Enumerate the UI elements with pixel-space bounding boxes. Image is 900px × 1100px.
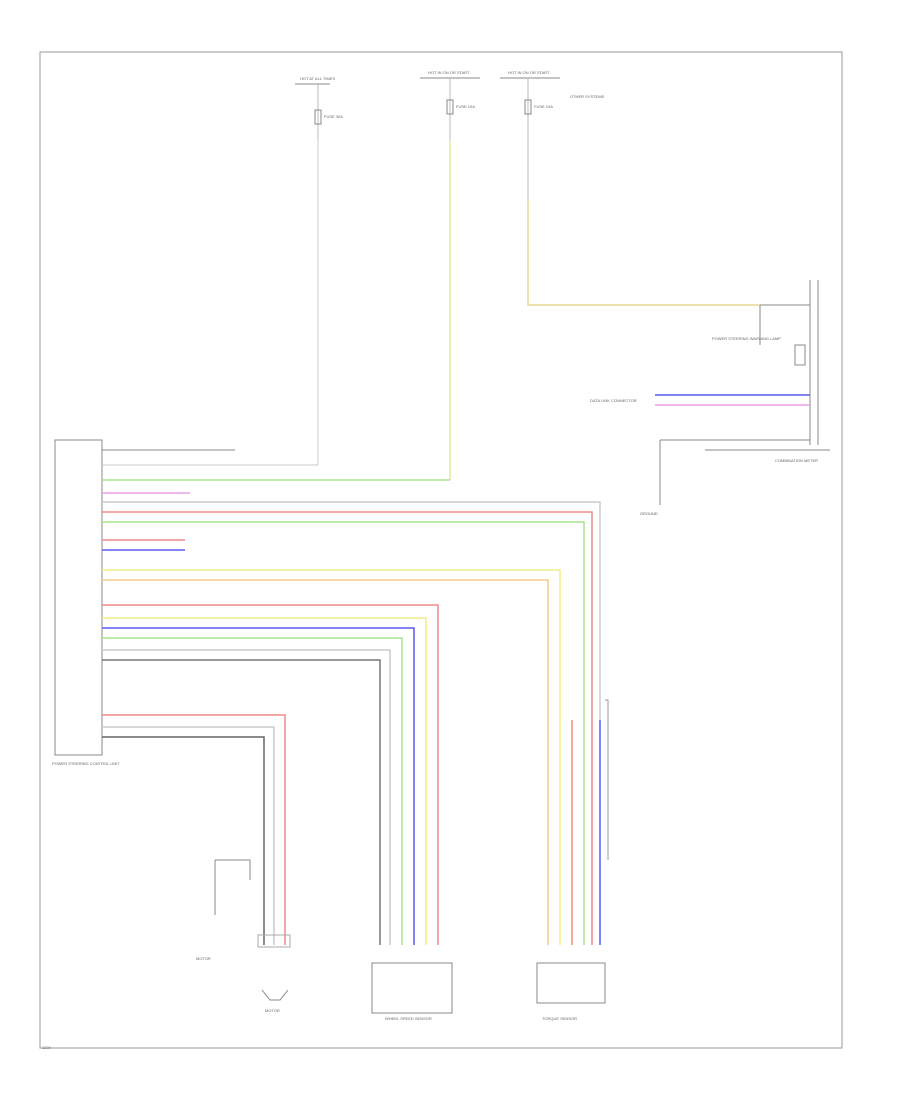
motor-side-label: MOTOR: [196, 956, 211, 961]
torque-sensor-label: TORQUE SENSOR: [542, 1016, 577, 1021]
fuse-30a: [314, 109, 322, 125]
combination-meter-label: COMBINATION METER: [775, 458, 818, 463]
ground-label: GROUND: [640, 511, 658, 516]
fuse-2-label: FUSE 10A: [456, 104, 475, 109]
torque-sensor-box: [536, 962, 606, 1004]
wheel-speed-sensor-box: [371, 962, 453, 1014]
power-feed-1-label: HOT AT ALL TIMES: [300, 76, 335, 81]
power-feed-2: HOT IN ON OR START FUSE 10A: [420, 70, 480, 480]
motor-label: MOTOR: [265, 1008, 280, 1013]
control-unit-box: [54, 439, 103, 756]
footer-code: 1234: [42, 1045, 51, 1050]
data-link-connector-label: DATA LINK CONNECTOR: [590, 398, 637, 403]
power-feed-3: HOT IN ON OR START FUSE 10A OTHER SYSTEM…: [500, 70, 760, 306]
fuse-3-label: FUSE 10A: [534, 104, 553, 109]
power-feed-3-label: HOT IN ON OR START: [508, 70, 550, 75]
motor: MOTOR MOTOR: [196, 859, 291, 1013]
warning-lamp-label: POWER STEERING WARNING LAMP: [712, 336, 781, 341]
warning-lamp-icon: [794, 344, 806, 366]
other-systems-label: OTHER SYSTEMS: [570, 94, 605, 99]
fuse-10a-1: [446, 99, 454, 115]
fuse-1-label: FUSE 30A: [324, 114, 343, 119]
wheel-speed-sensor-label: WHEEL SPEED SENSOR: [385, 1016, 432, 1021]
control-unit-label: POWER STEERING CONTROL UNIT: [52, 761, 120, 766]
diagram-border: [39, 51, 843, 1049]
power-feed-2-label: HOT IN ON OR START: [428, 70, 470, 75]
combination-meter: POWER STEERING WARNING LAMP DATA LINK CO…: [590, 280, 830, 516]
power-steering-control-unit: POWER STEERING CONTROL UNIT: [52, 439, 120, 766]
fuse-10a-2: [524, 99, 532, 115]
wheel-speed-sensor: WHEEL SPEED SENSOR: [371, 962, 453, 1021]
power-feed-1: HOT AT ALL TIMES FUSE 30A: [295, 76, 343, 465]
torque-sensor: TORQUE SENSOR: [536, 962, 606, 1021]
